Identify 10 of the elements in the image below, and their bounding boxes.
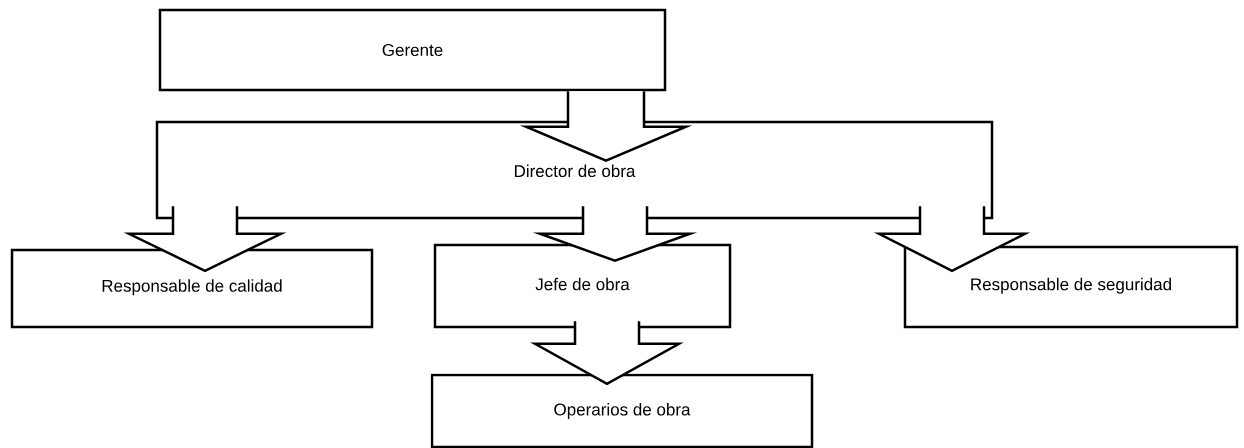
org-box: Jefe de obra xyxy=(433,243,732,329)
org-box: Responsable de seguridad xyxy=(903,245,1239,329)
org-box: Director de obra xyxy=(155,120,994,220)
block-arrow xyxy=(530,320,684,386)
block-arrow xyxy=(123,205,287,273)
block-arrow xyxy=(873,205,1031,273)
block-arrow xyxy=(519,90,693,163)
org-box: Gerente xyxy=(158,8,667,92)
org-box: Responsable de calidad xyxy=(10,248,374,329)
org-box: Operarios de obra xyxy=(430,373,814,448)
